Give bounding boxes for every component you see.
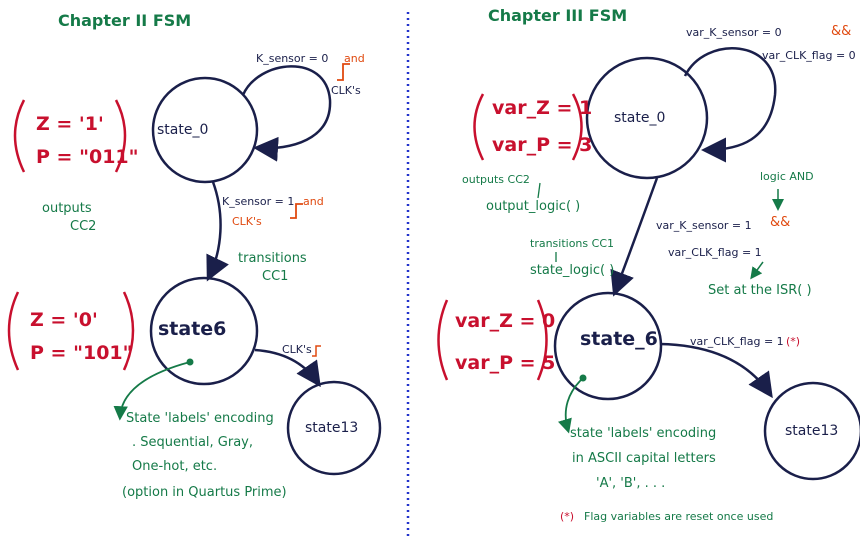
left-6-13-clk: CLK's xyxy=(282,343,312,356)
right-state13-label: state13 xyxy=(785,423,839,439)
left-note-line4: (option in Quartus Prime) xyxy=(122,485,287,500)
left-paren-0-open xyxy=(13,99,26,173)
right-footnote: Flag variables are reset once used xyxy=(584,510,774,523)
left-note-line1: State 'labels' encoding xyxy=(126,411,274,426)
right-paren-6-close xyxy=(536,299,548,381)
right-6-13-flag: var_CLK_flag = 1 xyxy=(690,335,784,348)
right-outputs-connector xyxy=(537,182,541,199)
left-p-state6: P = "101" xyxy=(30,342,133,364)
left-loop-clk-edge xyxy=(337,63,350,81)
left-loop-clk: CLK's xyxy=(331,84,361,97)
right-transitions-func: state_logic( ) xyxy=(530,263,615,278)
right-self-loop-arrow xyxy=(683,47,777,163)
left-note-line3: One-hot, etc. xyxy=(132,459,218,474)
right-paren-0-open xyxy=(473,93,485,161)
right-note-pointer xyxy=(558,377,584,434)
left-state6-circle xyxy=(149,276,259,386)
right-transitions-label: transitions CC1 xyxy=(530,237,614,250)
left-z-state6: Z = '0' xyxy=(30,309,98,331)
left-paren-6-close xyxy=(122,291,135,371)
right-loop-flag: var_CLK_flag = 0 xyxy=(762,49,856,62)
left-transitions-label: transitions xyxy=(238,251,307,266)
left-outputs-cc: CC2 xyxy=(70,219,97,234)
left-paren-6-open xyxy=(7,291,20,371)
right-state6-circle xyxy=(553,291,663,401)
right-note-dot xyxy=(579,374,587,382)
right-paren-6-open xyxy=(437,299,449,381)
left-trans-and: and xyxy=(303,195,324,208)
left-6-13-clk-edge xyxy=(312,345,321,357)
right-trans-amp: && xyxy=(770,215,791,230)
left-title: Chapter II FSM xyxy=(58,11,192,30)
right-z-state6: var_Z = 0 xyxy=(455,310,556,332)
left-state0-circle xyxy=(151,76,259,184)
left-state6-label: state6 xyxy=(158,318,227,340)
left-state0-label: state_0 xyxy=(157,122,209,138)
right-note-line3: 'A', 'B', . . . xyxy=(596,476,666,491)
left-arrow-6-to-13 xyxy=(254,348,321,388)
right-6-13-flag-mark: (*) xyxy=(786,335,801,348)
left-state13-circle xyxy=(286,380,382,476)
left-transitions-cc: CC1 xyxy=(262,269,289,284)
left-p-state0: P = "011" xyxy=(36,146,139,168)
right-footnote-mark: (*) xyxy=(560,510,575,523)
right-note-line1: state 'labels' encoding xyxy=(570,426,717,441)
right-p-state6: var_P = 5 xyxy=(455,352,556,374)
left-trans-clk-edge xyxy=(290,203,303,219)
left-z-state0: Z = '1' xyxy=(36,113,104,135)
right-title: Chapter III FSM xyxy=(488,6,628,25)
left-note-dot xyxy=(186,358,194,366)
right-isr-arrow xyxy=(750,261,764,280)
right-state0-circle xyxy=(585,56,709,180)
left-trans-clk: CLK's xyxy=(232,215,262,228)
right-arrow-6-to-13 xyxy=(659,342,773,399)
right-note-line2: in ASCII capital letters xyxy=(572,451,716,466)
left-arrow-0-to-6 xyxy=(206,181,229,282)
right-logic-and-label: logic AND xyxy=(760,170,814,183)
right-z-state0: var_Z = 1 xyxy=(492,97,593,119)
left-loop-and: and xyxy=(344,52,365,65)
right-p-state0: var_P = 3 xyxy=(492,134,593,156)
right-trans-condition: var_K_sensor = 1 xyxy=(656,219,752,232)
right-paren-0-close xyxy=(571,93,583,161)
left-paren-0-close xyxy=(114,99,127,173)
right-trans-flag: var_CLK_flag = 1 xyxy=(668,246,762,259)
left-self-loop-arrow xyxy=(241,65,332,162)
right-state0-label: state_0 xyxy=(614,110,666,126)
right-loop-condition: var_K_sensor = 0 xyxy=(686,26,782,39)
left-note-pointer xyxy=(113,361,191,421)
left-outputs-label: outputs xyxy=(42,201,92,216)
left-trans-condition: K_sensor = 1 xyxy=(222,195,295,208)
right-outputs-label: outputs CC2 xyxy=(462,173,530,186)
right-state6-label: state_6 xyxy=(580,328,658,350)
left-note-line2: . Sequential, Gray, xyxy=(132,435,254,450)
left-state13-label: state13 xyxy=(305,420,359,436)
right-arrow-0-to-6 xyxy=(610,177,659,297)
left-loop-condition: K_sensor = 0 xyxy=(256,52,329,65)
right-state13-circle xyxy=(763,381,860,481)
right-loop-amp: && xyxy=(831,24,852,39)
right-isr-label: Set at the ISR( ) xyxy=(708,283,812,298)
right-outputs-func: output_logic( ) xyxy=(486,199,581,214)
